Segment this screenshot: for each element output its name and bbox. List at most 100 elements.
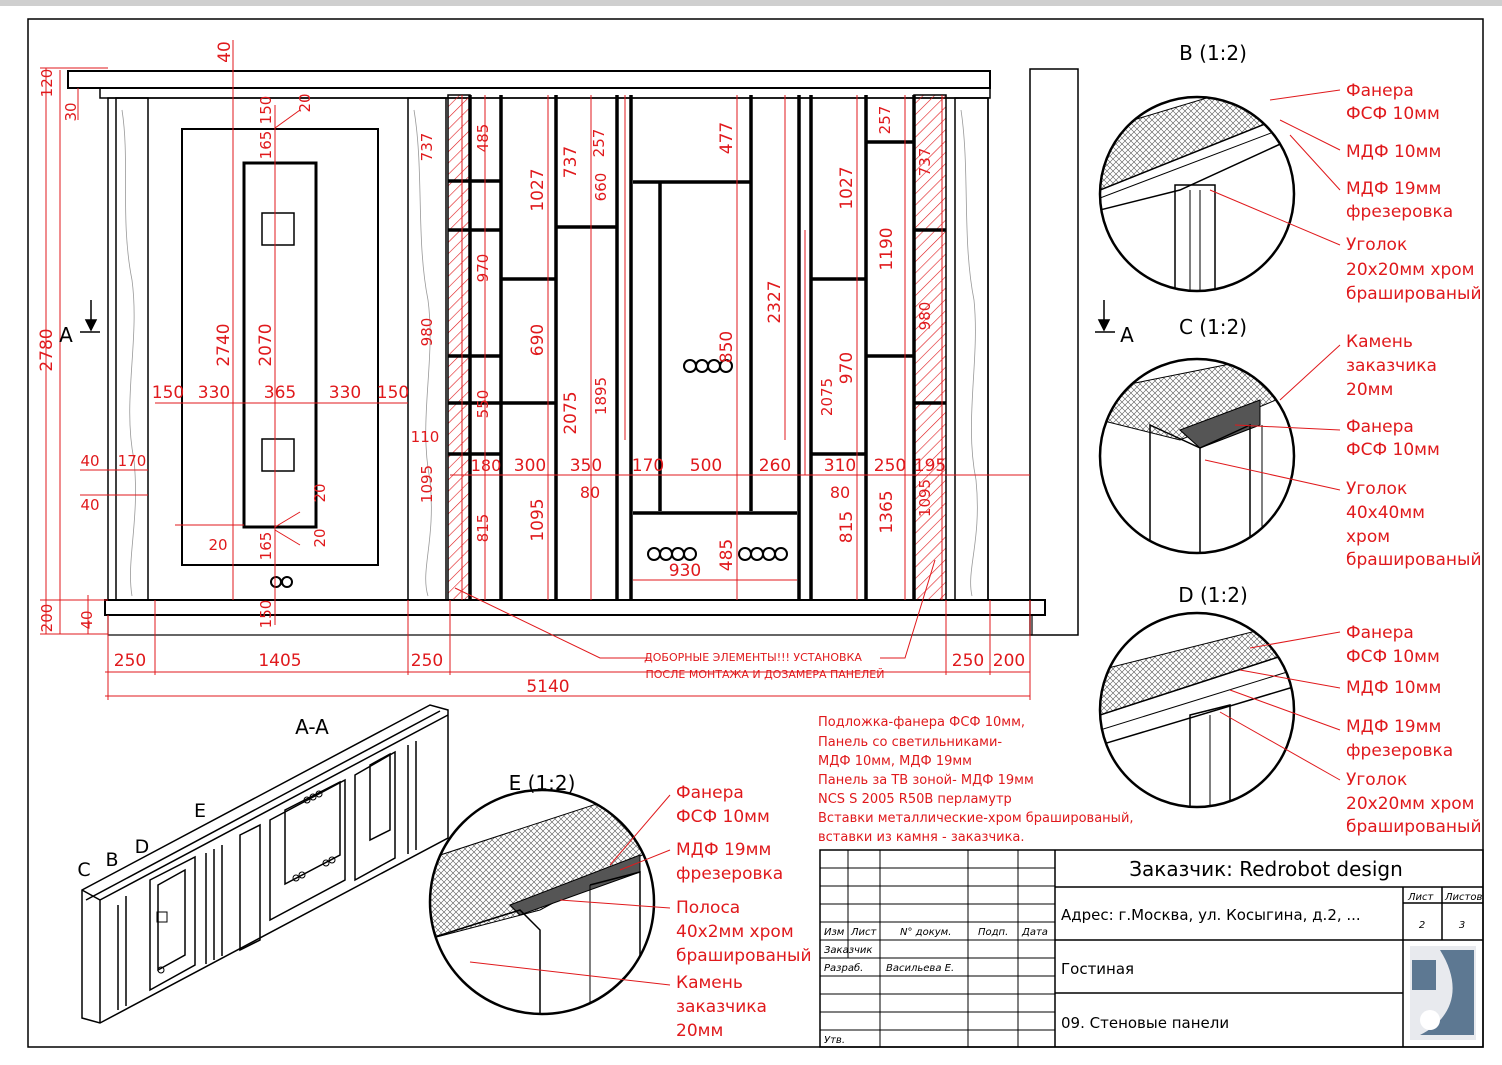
section-marker-right bbox=[1095, 300, 1115, 333]
dim-c2-b: 690 bbox=[528, 324, 548, 356]
detail-b-label-7: 20х20мм хром bbox=[1346, 260, 1474, 280]
dim-left-3: 40 bbox=[80, 452, 99, 470]
tb-sheets-total: 3 bbox=[1459, 920, 1465, 931]
dim-c1-e: 550 bbox=[474, 390, 492, 419]
detail-d-label-4: МДФ 19мм bbox=[1346, 717, 1441, 737]
spec-notes: Подложка-фанера ФСФ 10мм, Панель со свет… bbox=[818, 715, 1134, 845]
dim-c4-a: 257 bbox=[590, 129, 608, 158]
note-leaders bbox=[454, 559, 936, 659]
dim-tv-d: 500 bbox=[690, 456, 722, 476]
tb-row-developer: Разраб. bbox=[824, 962, 863, 974]
dim-bottom-3: 250 bbox=[411, 651, 443, 671]
tb-room: Гостиная bbox=[1061, 960, 1134, 978]
dim-r2-b: 970 bbox=[837, 352, 857, 384]
detail-c-title: C (1:2) bbox=[1179, 315, 1247, 339]
dim-tv-f: 930 bbox=[669, 561, 701, 581]
dim-c1-b: 485 bbox=[474, 124, 492, 153]
detail-c-label-6: Уголок bbox=[1346, 479, 1407, 499]
dim-r1-c: 310 bbox=[824, 456, 856, 476]
dim-bottom-2: 1405 bbox=[258, 651, 301, 671]
dim-tv-g: 485 bbox=[717, 539, 737, 571]
dim-c4-b: 660 bbox=[592, 173, 610, 202]
dim-r3-a: 257 bbox=[876, 106, 894, 135]
dim-tv-e: 260 bbox=[759, 456, 791, 476]
tb-sheet-no: 2 bbox=[1419, 920, 1425, 931]
dim-door-k: 330 bbox=[198, 383, 230, 403]
dim-c1-g: 1095 bbox=[418, 465, 436, 503]
tb-header-date: Дата bbox=[1021, 927, 1048, 938]
detail-b-label-8: брашированый bbox=[1346, 284, 1482, 304]
sheet-frame bbox=[27, 18, 1484, 1048]
spec-line-1: Подложка-фанера ФСФ 10мм, bbox=[818, 715, 1025, 730]
detail-b-title: B (1:2) bbox=[1179, 41, 1247, 65]
dim-door-o: 20 bbox=[208, 536, 227, 554]
dim-left-2: 30 bbox=[62, 102, 80, 121]
dim-door-n: 150 bbox=[377, 383, 409, 403]
section-a-a: A-A C bbox=[77, 704, 449, 1024]
dim-tv-c: 2327 bbox=[765, 280, 785, 323]
detail-b: B (1:2) Фанера ФСФ 10мм МДФ 10мм МДФ 19м… bbox=[1098, 41, 1482, 304]
tb-header-doc: N° докум. bbox=[900, 927, 951, 938]
dim-r4-a: 737 bbox=[916, 148, 934, 177]
tb-row-customer: Заказчик bbox=[824, 945, 872, 956]
dim-left-6: 200 bbox=[38, 604, 56, 633]
detail-e-label-1: Фанера bbox=[676, 783, 744, 803]
dim-overall-width: 5140 bbox=[526, 677, 569, 697]
dim-r3-c: 1365 bbox=[877, 490, 897, 533]
detail-c-label-8: хром bbox=[1346, 527, 1390, 547]
detail-c-label-2: заказчика bbox=[1346, 356, 1437, 376]
dim-door-c: 165 bbox=[257, 131, 275, 160]
dim-c1-i: 180 bbox=[471, 456, 502, 475]
dim-door-l: 365 bbox=[264, 383, 296, 403]
tb-header-izm: Изм bbox=[824, 927, 845, 938]
dim-c1-a: 737 bbox=[418, 133, 436, 162]
detail-d-label-6: Уголок bbox=[1346, 770, 1407, 790]
detail-d-label-3: МДФ 10мм bbox=[1346, 678, 1441, 698]
dim-r3-b: 1190 bbox=[877, 227, 897, 270]
detail-d-label-5: фрезеровка bbox=[1346, 741, 1453, 761]
dim-r4-d: 195 bbox=[914, 456, 946, 476]
dim-c3-d: 80 bbox=[580, 483, 600, 502]
dim-r3-d: 250 bbox=[874, 456, 906, 476]
detail-c-label-7: 40х40мм bbox=[1346, 503, 1425, 523]
dim-r1-a: 2075 bbox=[818, 378, 836, 416]
dimension-lines bbox=[40, 40, 1031, 700]
dim-door-m: 330 bbox=[329, 383, 361, 403]
detail-d-label-8: брашированый bbox=[1346, 817, 1482, 837]
panel-dividers bbox=[448, 95, 946, 600]
dim-door-i: 150 bbox=[257, 600, 275, 629]
dim-c1-c: 970 bbox=[474, 254, 492, 283]
section-marker-left bbox=[80, 300, 100, 333]
marble-texture bbox=[121, 109, 978, 597]
section-label-left: A bbox=[59, 323, 73, 347]
dim-door-e: 2070 bbox=[256, 323, 276, 366]
dim-c1-h: 815 bbox=[474, 514, 492, 543]
section-marker-e: E bbox=[194, 800, 206, 822]
elevation-view: 5140 250 1405 250 250 200 2780 120 30 40… bbox=[37, 40, 1134, 700]
dim-c4-c: 1895 bbox=[592, 377, 610, 415]
detail-e-label-9: заказчика bbox=[676, 997, 767, 1017]
dim-c2-d: 300 bbox=[514, 456, 546, 476]
note-line-2: ПОСЛЕ МОНТАЖА И ДОЗАМЕРА ПАНЕЛЕЙ bbox=[646, 668, 885, 681]
dim-tv-a: 477 bbox=[717, 122, 737, 154]
detail-d-label-7: 20х20мм хром bbox=[1346, 794, 1474, 814]
section-marker-c: C bbox=[77, 859, 90, 881]
hatched-strips bbox=[447, 94, 947, 601]
detail-e-label-7: брашированый bbox=[676, 946, 812, 966]
detail-c: C (1:2) Камень заказчика 20мм Фанера ФСФ… bbox=[1098, 315, 1482, 570]
spec-line-5: NCS S 2005 R50B перламутр bbox=[818, 792, 1012, 807]
section-marker-d: D bbox=[135, 836, 150, 858]
detail-e-label-8: Камень bbox=[676, 973, 743, 993]
tb-header-sign: Подп. bbox=[978, 927, 1008, 938]
dim-c4-d: 170 bbox=[632, 456, 664, 476]
company-logo bbox=[1410, 946, 1476, 1040]
detail-e-label-5: Полоса bbox=[676, 898, 740, 918]
dim-door-h: 165 bbox=[257, 532, 275, 561]
dim-r2-c: 815 bbox=[837, 511, 857, 543]
dim-door-g: 20 bbox=[311, 528, 329, 547]
detail-b-label-5: фрезеровка bbox=[1346, 202, 1453, 222]
tb-address: Адрес: г.Москва, ул. Косыгина, д.2, ... bbox=[1061, 906, 1361, 924]
dim-left-1: 120 bbox=[38, 69, 56, 98]
detail-d: D (1:2) Фанера ФСФ 10мм МДФ 10мм МДФ 19м… bbox=[1098, 583, 1482, 837]
